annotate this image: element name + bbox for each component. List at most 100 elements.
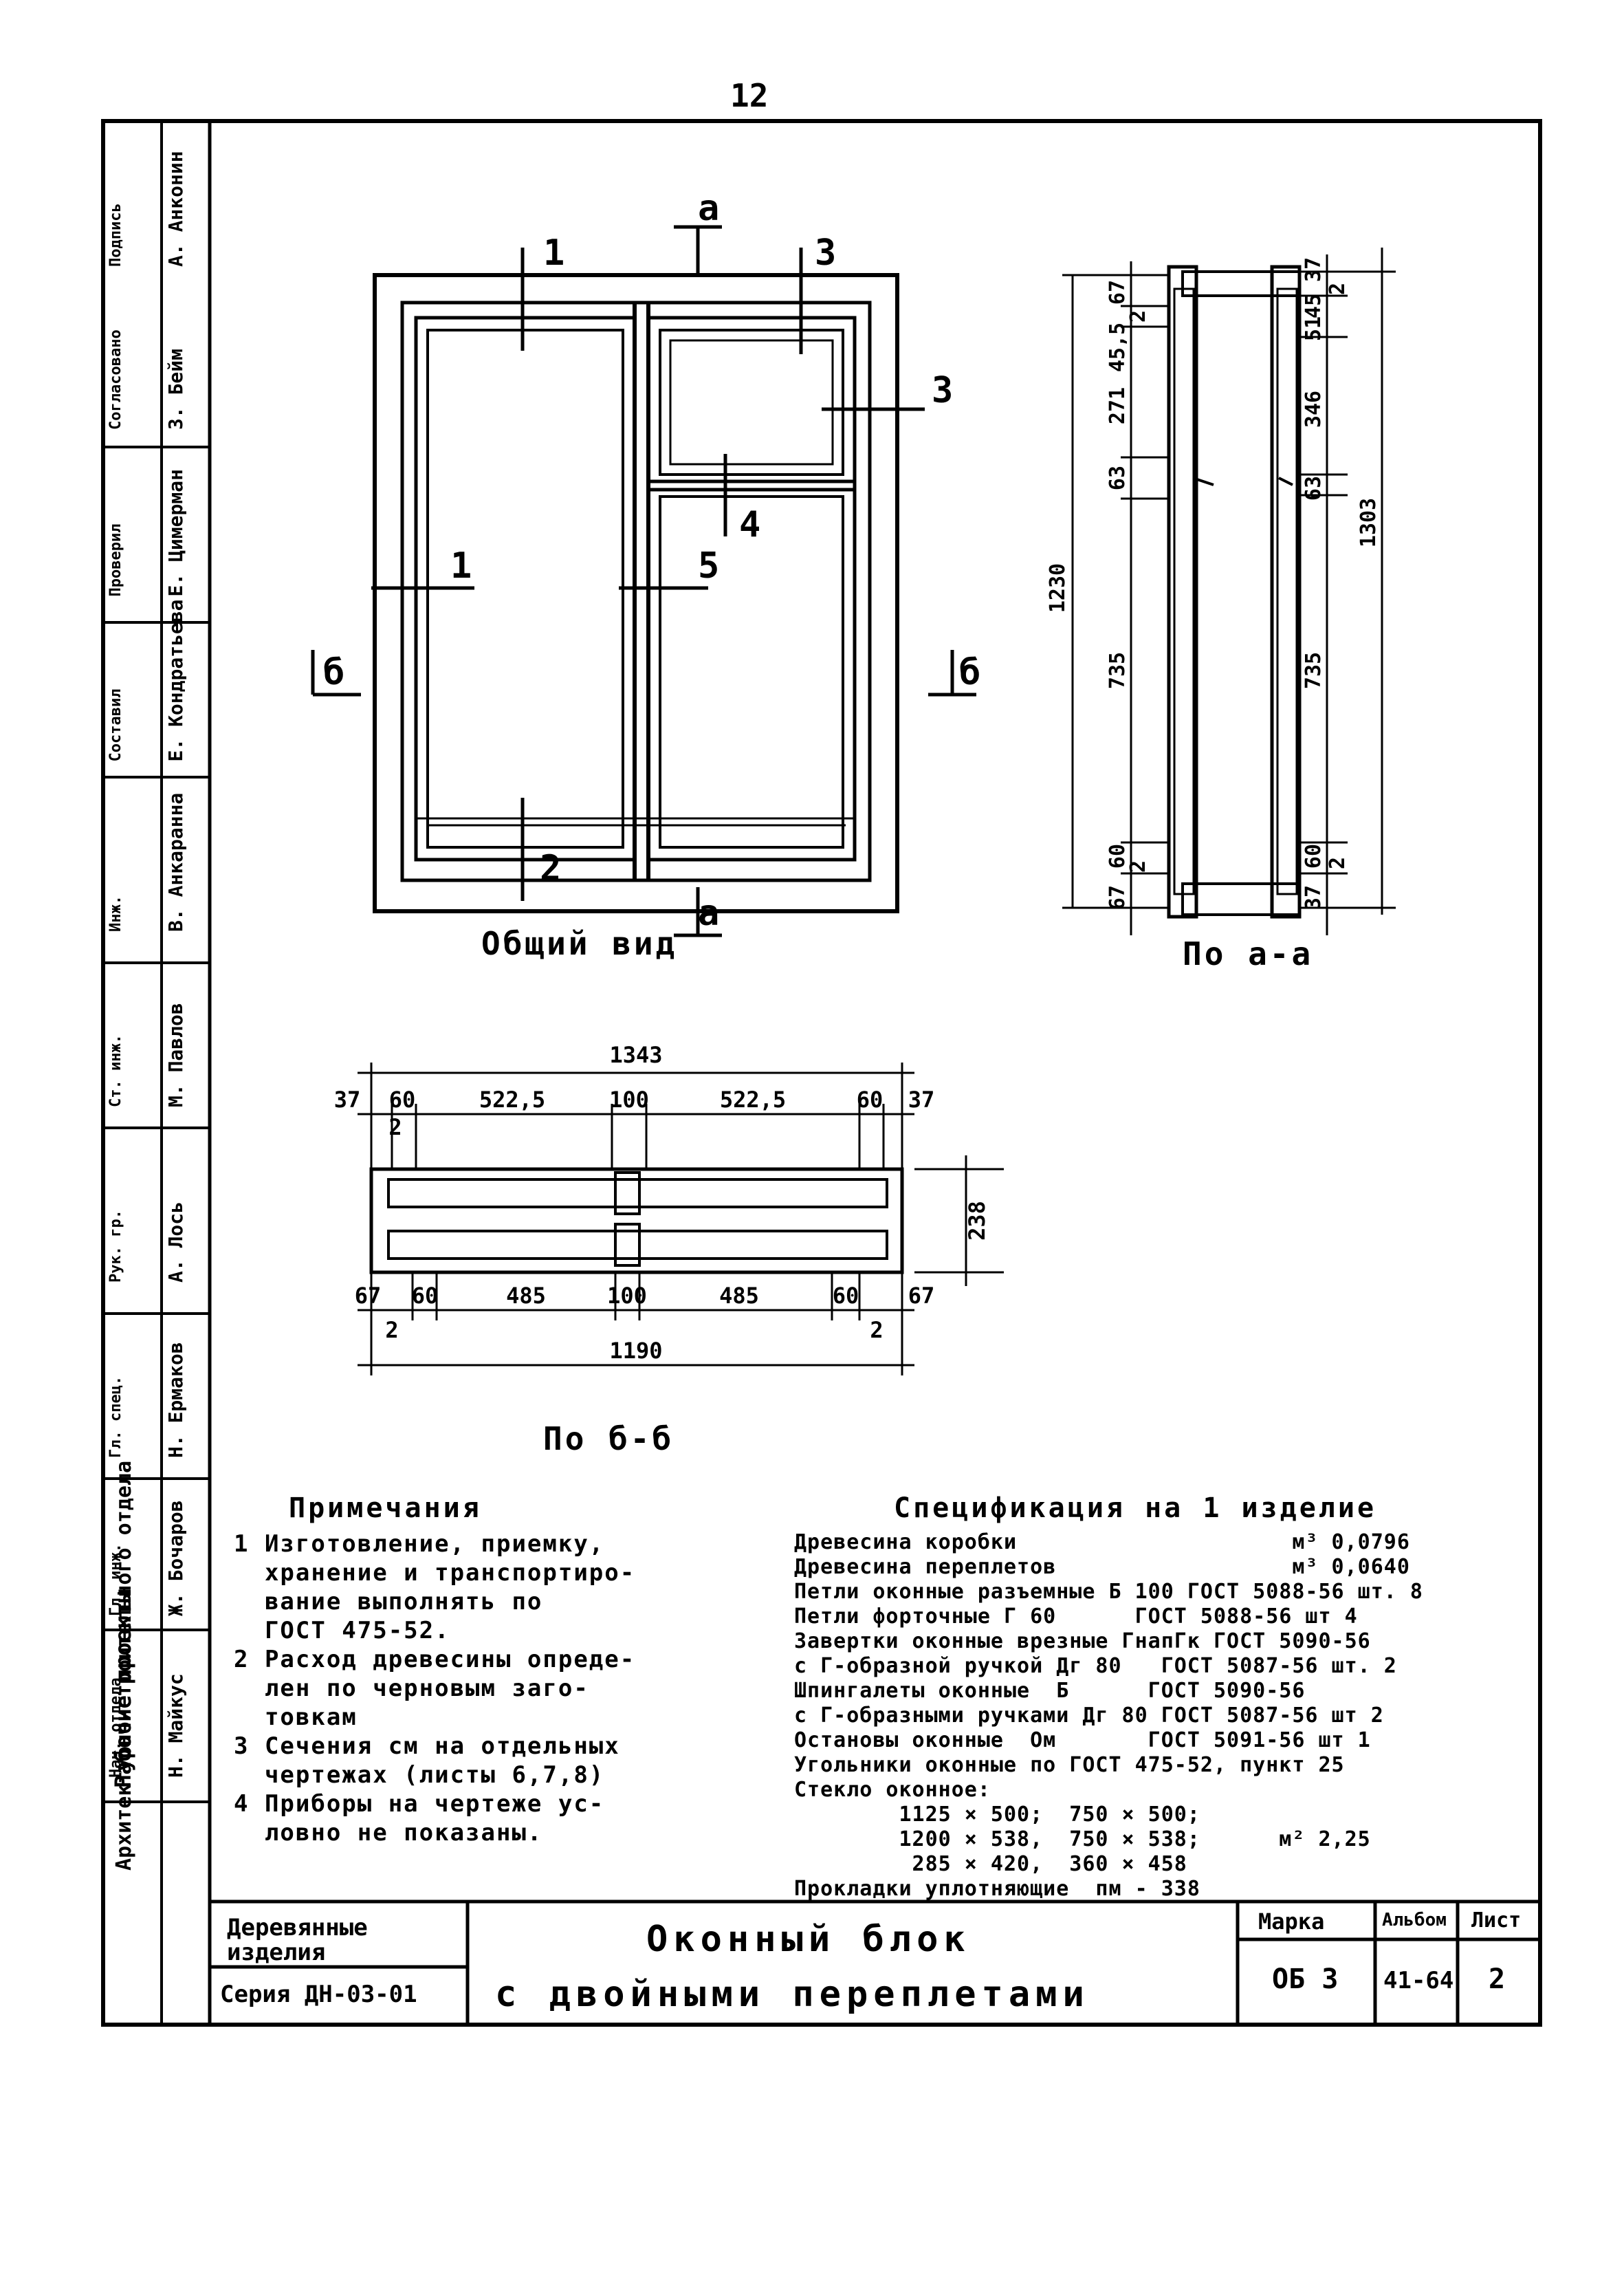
dim-aa-r-37: 37 <box>1302 257 1326 282</box>
dim-bb-37: 37 <box>334 1087 361 1113</box>
dim-aa-1230: 1230 <box>1046 563 1070 613</box>
dim-bb-60: 60 <box>389 1087 416 1113</box>
dim-aa-r-51: 51 <box>1302 316 1326 341</box>
spec-line: Завертки оконные врезные ГнапГк ГОСТ 509… <box>794 1629 1371 1653</box>
tb-title-line2: с двойными переплетами <box>495 1974 1090 2015</box>
section-a-mark-bottom: а <box>698 893 719 934</box>
note-line: лен по черновым заго- <box>234 1675 589 1702</box>
dim-aa-45-5: 45,5 <box>1106 323 1130 372</box>
section-a-mark-top: а <box>698 188 719 229</box>
dim-aa-r-63: 63 <box>1302 476 1326 501</box>
dim-aa-2: 2 <box>1126 310 1150 323</box>
dim-aa-735: 735 <box>1106 652 1130 689</box>
dim-bb-b-60: 60 <box>412 1283 439 1309</box>
spec-line: Угольники оконные по ГОСТ 475-52, пункт … <box>794 1753 1345 1777</box>
stamp-cell-name: А. Лось <box>164 1201 187 1283</box>
dim-aa-60: 60 <box>1106 844 1130 869</box>
dim-bb-1190: 1190 <box>609 1338 662 1364</box>
general-view-linework <box>311 225 976 937</box>
note-line: чертежах (листы 6,7,8) <box>234 1761 605 1789</box>
dim-bb-1343: 1343 <box>609 1042 662 1068</box>
tb-sheet-value: 2 <box>1489 1963 1506 1995</box>
stamp-cell-name: А. Анконин <box>164 151 187 267</box>
section-b-mark-left: б <box>323 652 344 693</box>
section-bb-linework <box>358 1063 1004 1375</box>
stamp-department: Архитектурно-строительного отдела <box>112 1461 136 1871</box>
spec-line: Петли оконные разъемные Б 100 ГОСТ 5088-… <box>794 1580 1423 1604</box>
dim-bb-2-left: 2 <box>385 1317 398 1343</box>
callout-3-right: 3 <box>932 370 953 411</box>
stamp-cell-name: Н. Майкус <box>164 1673 187 1778</box>
dim-aa-r-1303: 1303 <box>1357 498 1381 547</box>
dim-aa-r-60: 60 <box>1302 844 1326 869</box>
callout-3-top: 3 <box>815 232 836 274</box>
stamp-cell-role: Согласовано <box>107 329 124 430</box>
spec-line: Древесина переплетов м³ 0,0640 <box>794 1555 1410 1579</box>
notes-title: Примечания <box>289 1492 482 1524</box>
tb-series: Серия ДН-03-01 <box>220 1981 417 2008</box>
tb-mark-label: Марка <box>1258 1908 1325 1935</box>
callout-2: 2 <box>540 848 561 889</box>
dim-bb-67: 67 <box>355 1283 382 1309</box>
stamp-cell-role: Составил <box>107 689 124 762</box>
dim-bb-b-100: 100 <box>607 1283 647 1309</box>
dim-aa-r-37b: 37 <box>1302 885 1326 910</box>
tb-album-value: 41-64 <box>1383 1967 1454 1994</box>
spec-line: с Г-образной ручкой Дг 80 ГОСТ 5087-56 ш… <box>794 1654 1397 1678</box>
spec-line: 285 × 420, 360 × 458 <box>794 1852 1187 1876</box>
spec-line: Стекло оконное: <box>794 1778 991 1802</box>
note-line: товкам <box>234 1703 358 1731</box>
dim-aa-r-346: 346 <box>1302 391 1326 428</box>
callout-4: 4 <box>739 504 760 545</box>
stamp-cell-role: Ст. инж. <box>107 1034 124 1107</box>
dim-aa-r-735: 735 <box>1302 652 1326 689</box>
callout-1-top: 1 <box>543 232 564 274</box>
tb-sheet-label: Лист <box>1471 1908 1522 1933</box>
note-line: 3 Сечения см на отдельных <box>234 1732 620 1760</box>
section-aa-linework <box>1062 248 1396 935</box>
stamp-cell-name: Н. Ермаков <box>164 1342 187 1458</box>
stamp-cell-role: Рук. гр. <box>107 1210 124 1283</box>
spec-title: Спецификация на 1 изделие <box>894 1492 1377 1524</box>
note-line: ловно не показаны. <box>234 1819 543 1847</box>
dim-aa-r-45: 45 <box>1302 294 1326 318</box>
tb-category: Деревянные изделия <box>227 1914 368 1966</box>
caption-section-bb: По б-б <box>543 1420 674 1457</box>
page-number: 12 <box>730 77 769 114</box>
dim-bb-37b: 37 <box>908 1087 935 1113</box>
dim-bb-522-5: 522,5 <box>479 1087 545 1113</box>
dim-bb-485b: 485 <box>719 1283 759 1309</box>
caption-section-aa: По а-а <box>1183 935 1314 972</box>
tb-mark-value: ОБ 3 <box>1272 1963 1339 1995</box>
dim-aa-63: 63 <box>1106 466 1130 490</box>
dim-bb-67b: 67 <box>908 1283 935 1309</box>
spec-line: 1125 × 500; 750 × 500; <box>794 1803 1200 1827</box>
section-b-mark-right: б <box>959 652 980 693</box>
dim-aa-2b: 2 <box>1126 860 1150 873</box>
dim-aa-r-2: 2 <box>1326 283 1350 295</box>
dim-bb-100: 100 <box>609 1087 649 1113</box>
caption-general-view: Общий вид <box>481 925 678 962</box>
stamp-cell-name: В. Анкаранна <box>164 793 187 932</box>
tb-title-line1: Оконный блок <box>646 1919 971 1960</box>
note-line: 4 Приборы на чертеже ус- <box>234 1790 605 1818</box>
dim-aa-271: 271 <box>1106 387 1130 424</box>
stamp-cell-role: Инж. <box>107 895 124 932</box>
dim-bb-60b: 60 <box>857 1087 884 1113</box>
stamp-cell-name: М. Павлов <box>164 1003 187 1107</box>
spec-line: Петли форточные Г 60 ГОСТ 5088-56 шт 4 <box>794 1604 1358 1629</box>
spec-line: Древесина коробки м³ 0,0796 <box>794 1530 1410 1554</box>
note-line: 2 Расход древесины опреде- <box>234 1646 636 1673</box>
stamp-cell-name: Е. Цимерман <box>164 469 187 596</box>
stamp-cell-role: Гл. спец. <box>107 1376 124 1458</box>
callout-5: 5 <box>698 545 719 587</box>
stamp-cell-role: Гл. инж. <box>107 1543 124 1616</box>
stamp-org: Рабочие проекты <box>110 1589 136 1788</box>
note-line: 1 Изготовление, приемку, <box>234 1530 605 1558</box>
note-line: вание выполнять по <box>234 1588 543 1615</box>
dim-aa-67: 67 <box>1106 280 1130 305</box>
dim-bb-b-60b: 60 <box>833 1283 859 1309</box>
dim-aa-r-2b: 2 <box>1326 857 1350 869</box>
